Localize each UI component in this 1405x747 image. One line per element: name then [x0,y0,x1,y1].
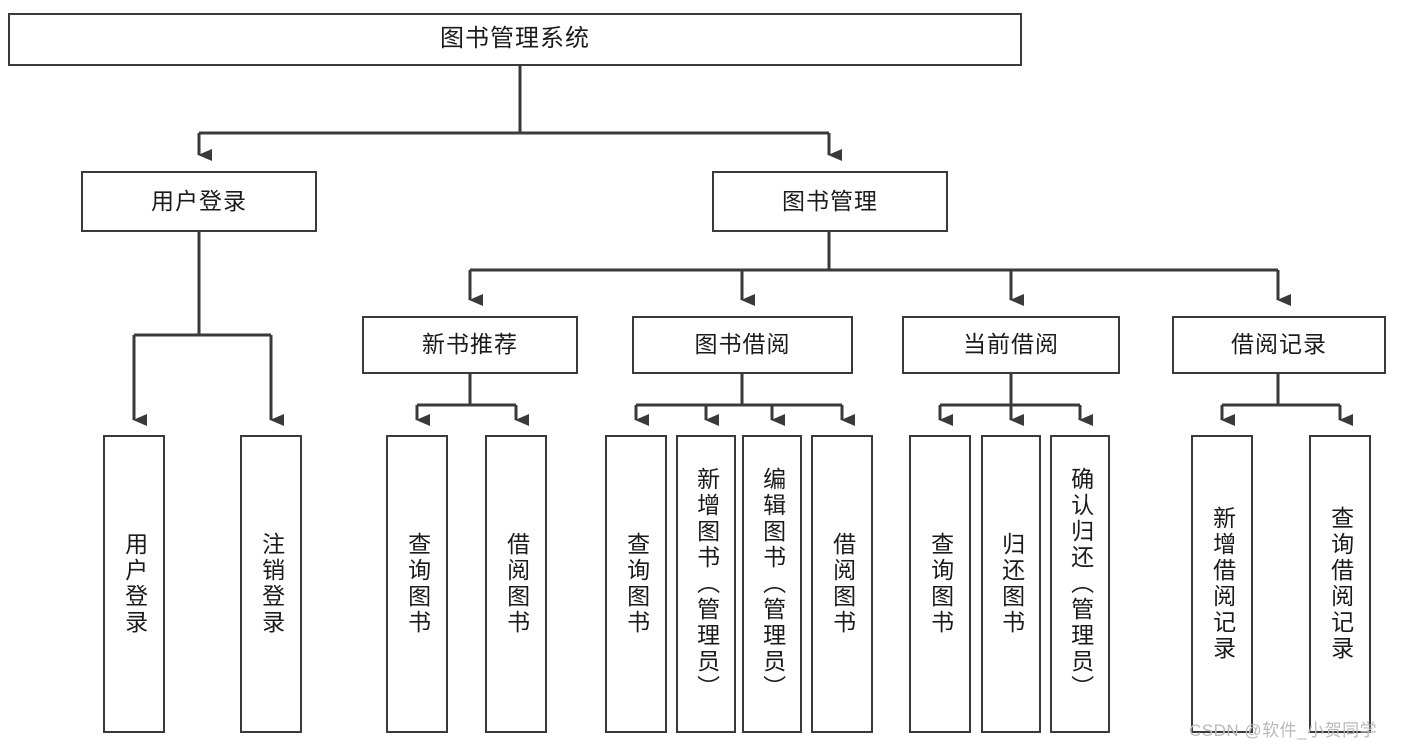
leaf-edit-book[interactable]: 编辑图书（管理员） [742,435,802,733]
leaf-add-book[interactable]: 新增图书（管理员） [676,435,736,733]
leaf-add-record[interactable]: 新增借阅记录 [1191,435,1253,733]
leaf-query-book-2[interactable]: 查询图书 [605,435,667,733]
leaf-borrow-book-1[interactable]: 借阅图书 [485,435,547,733]
leaf-edit-book-label: 编辑图书（管理员） [759,467,786,701]
node-book-borrow[interactable]: 图书借阅 [632,316,853,374]
leaf-user-login-label: 用户登录 [121,532,148,636]
leaf-query-book-3-label: 查询图书 [927,532,954,636]
leaf-query-record-label: 查询借阅记录 [1327,506,1354,662]
node-current-borrow[interactable]: 当前借阅 [902,316,1120,374]
leaf-borrow-book-2-label: 借阅图书 [829,532,856,636]
leaf-logout[interactable]: 注销登录 [240,435,302,733]
leaf-logout-label: 注销登录 [258,532,285,636]
leaf-add-book-label: 新增图书（管理员） [693,467,720,701]
node-new-book-recommend[interactable]: 新书推荐 [362,316,578,374]
leaf-user-login[interactable]: 用户登录 [103,435,165,733]
node-user-login-label: 用户登录 [151,187,247,214]
node-root[interactable]: 图书管理系统 [8,13,1022,66]
node-book-borrow-label: 图书借阅 [694,331,791,358]
node-book-manage-label: 图书管理 [782,187,878,214]
leaf-confirm-return-label: 确认归还（管理员） [1067,467,1094,701]
leaf-return-book-label: 归还图书 [998,532,1025,636]
leaf-borrow-book-1-label: 借阅图书 [503,532,530,636]
node-book-manage[interactable]: 图书管理 [712,171,948,232]
leaf-return-book[interactable]: 归还图书 [981,435,1041,733]
leaf-query-record[interactable]: 查询借阅记录 [1309,435,1371,733]
leaf-add-record-label: 新增借阅记录 [1209,506,1236,662]
node-borrow-record[interactable]: 借阅记录 [1172,316,1386,374]
node-new-book-recommend-label: 新书推荐 [422,331,518,358]
node-user-login[interactable]: 用户登录 [81,171,317,232]
leaf-query-book-1[interactable]: 查询图书 [386,435,448,733]
csdn-watermark: CSDN @软件_小贺同学 [1189,721,1378,740]
node-current-borrow-label: 当前借阅 [963,331,1059,358]
leaf-query-book-2-label: 查询图书 [623,532,650,636]
node-root-label: 图书管理系统 [440,25,590,53]
leaf-query-book-3[interactable]: 查询图书 [909,435,971,733]
node-borrow-record-label: 借阅记录 [1231,331,1327,358]
leaf-query-book-1-label: 查询图书 [404,532,431,636]
leaf-confirm-return[interactable]: 确认归还（管理员） [1050,435,1110,733]
leaf-borrow-book-2[interactable]: 借阅图书 [811,435,873,733]
